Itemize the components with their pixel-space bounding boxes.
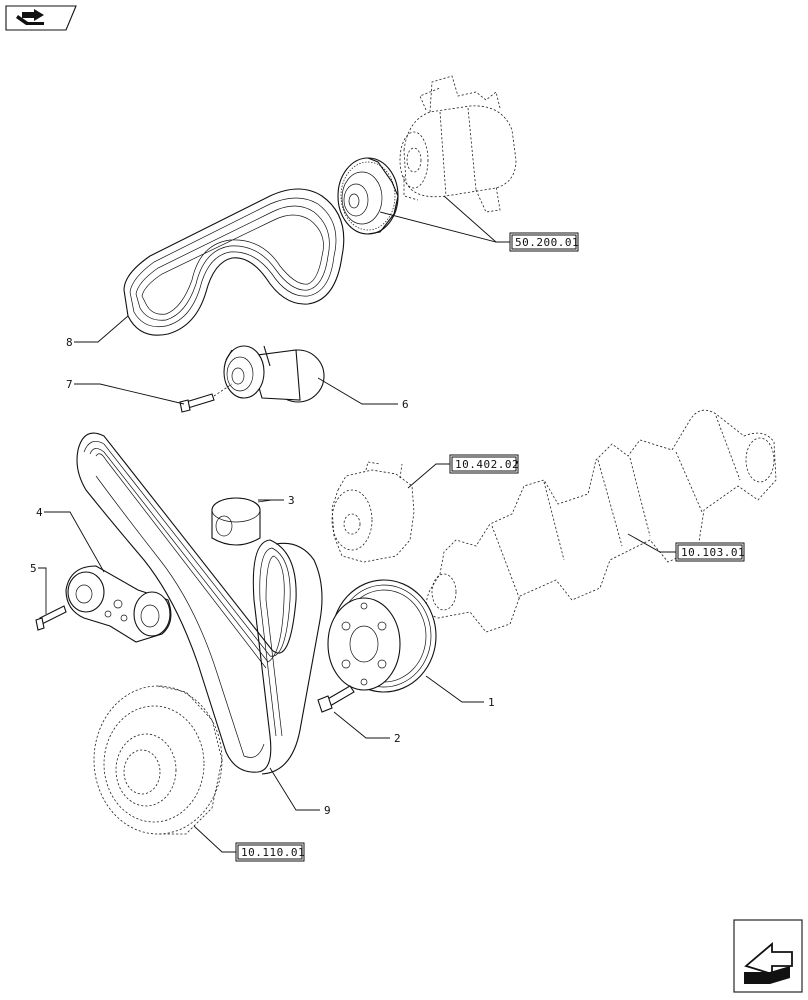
callout-2: 2	[394, 732, 401, 745]
ref-box-crankshaft[interactable]: 10.103.01	[675, 542, 745, 562]
water-pump-outline	[331, 461, 415, 563]
pulley-screw	[317, 685, 355, 713]
ref-box-damper[interactable]: 10.110.01	[235, 842, 305, 862]
compressor-outline	[399, 75, 517, 213]
callout-labels: 8 7 6 4 5 3 1 2 9	[30, 336, 495, 817]
idler-roller	[211, 497, 273, 546]
svg-text:50.200.01: 50.200.01	[515, 236, 579, 249]
ref-box-water-pump[interactable]: 10.402.02	[449, 454, 519, 474]
book-arrow-icon[interactable]	[5, 5, 77, 31]
tensioner-roller-assembly	[223, 345, 325, 403]
callout-7: 7	[66, 378, 73, 391]
svg-text:10.103.01: 10.103.01	[681, 546, 745, 559]
belt-tensioner	[65, 565, 172, 643]
roller-bolt	[179, 383, 233, 413]
svg-text:10.110.01: 10.110.01	[241, 846, 305, 859]
compressor-clutch-pulley	[337, 157, 399, 235]
damper-outline	[93, 685, 223, 835]
svg-text:10.402.02: 10.402.02	[455, 458, 519, 471]
callout-8: 8	[66, 336, 73, 349]
next-page-arrow-icon[interactable]	[733, 919, 803, 993]
compressor-belt	[123, 188, 345, 336]
callout-3: 3	[288, 494, 295, 507]
crankshaft-outline	[426, 409, 777, 633]
callout-5: 5	[30, 562, 37, 575]
callout-4: 4	[36, 506, 43, 519]
callout-6: 6	[402, 398, 409, 411]
callout-9: 9	[324, 804, 331, 817]
main-drive-belt	[76, 432, 323, 775]
tensioner-screw	[35, 605, 67, 631]
ref-box-compressor[interactable]: 50.200.01	[509, 232, 579, 252]
crankshaft-pulley	[327, 579, 437, 693]
callout-1: 1	[488, 696, 495, 709]
leader-lines	[38, 195, 676, 853]
